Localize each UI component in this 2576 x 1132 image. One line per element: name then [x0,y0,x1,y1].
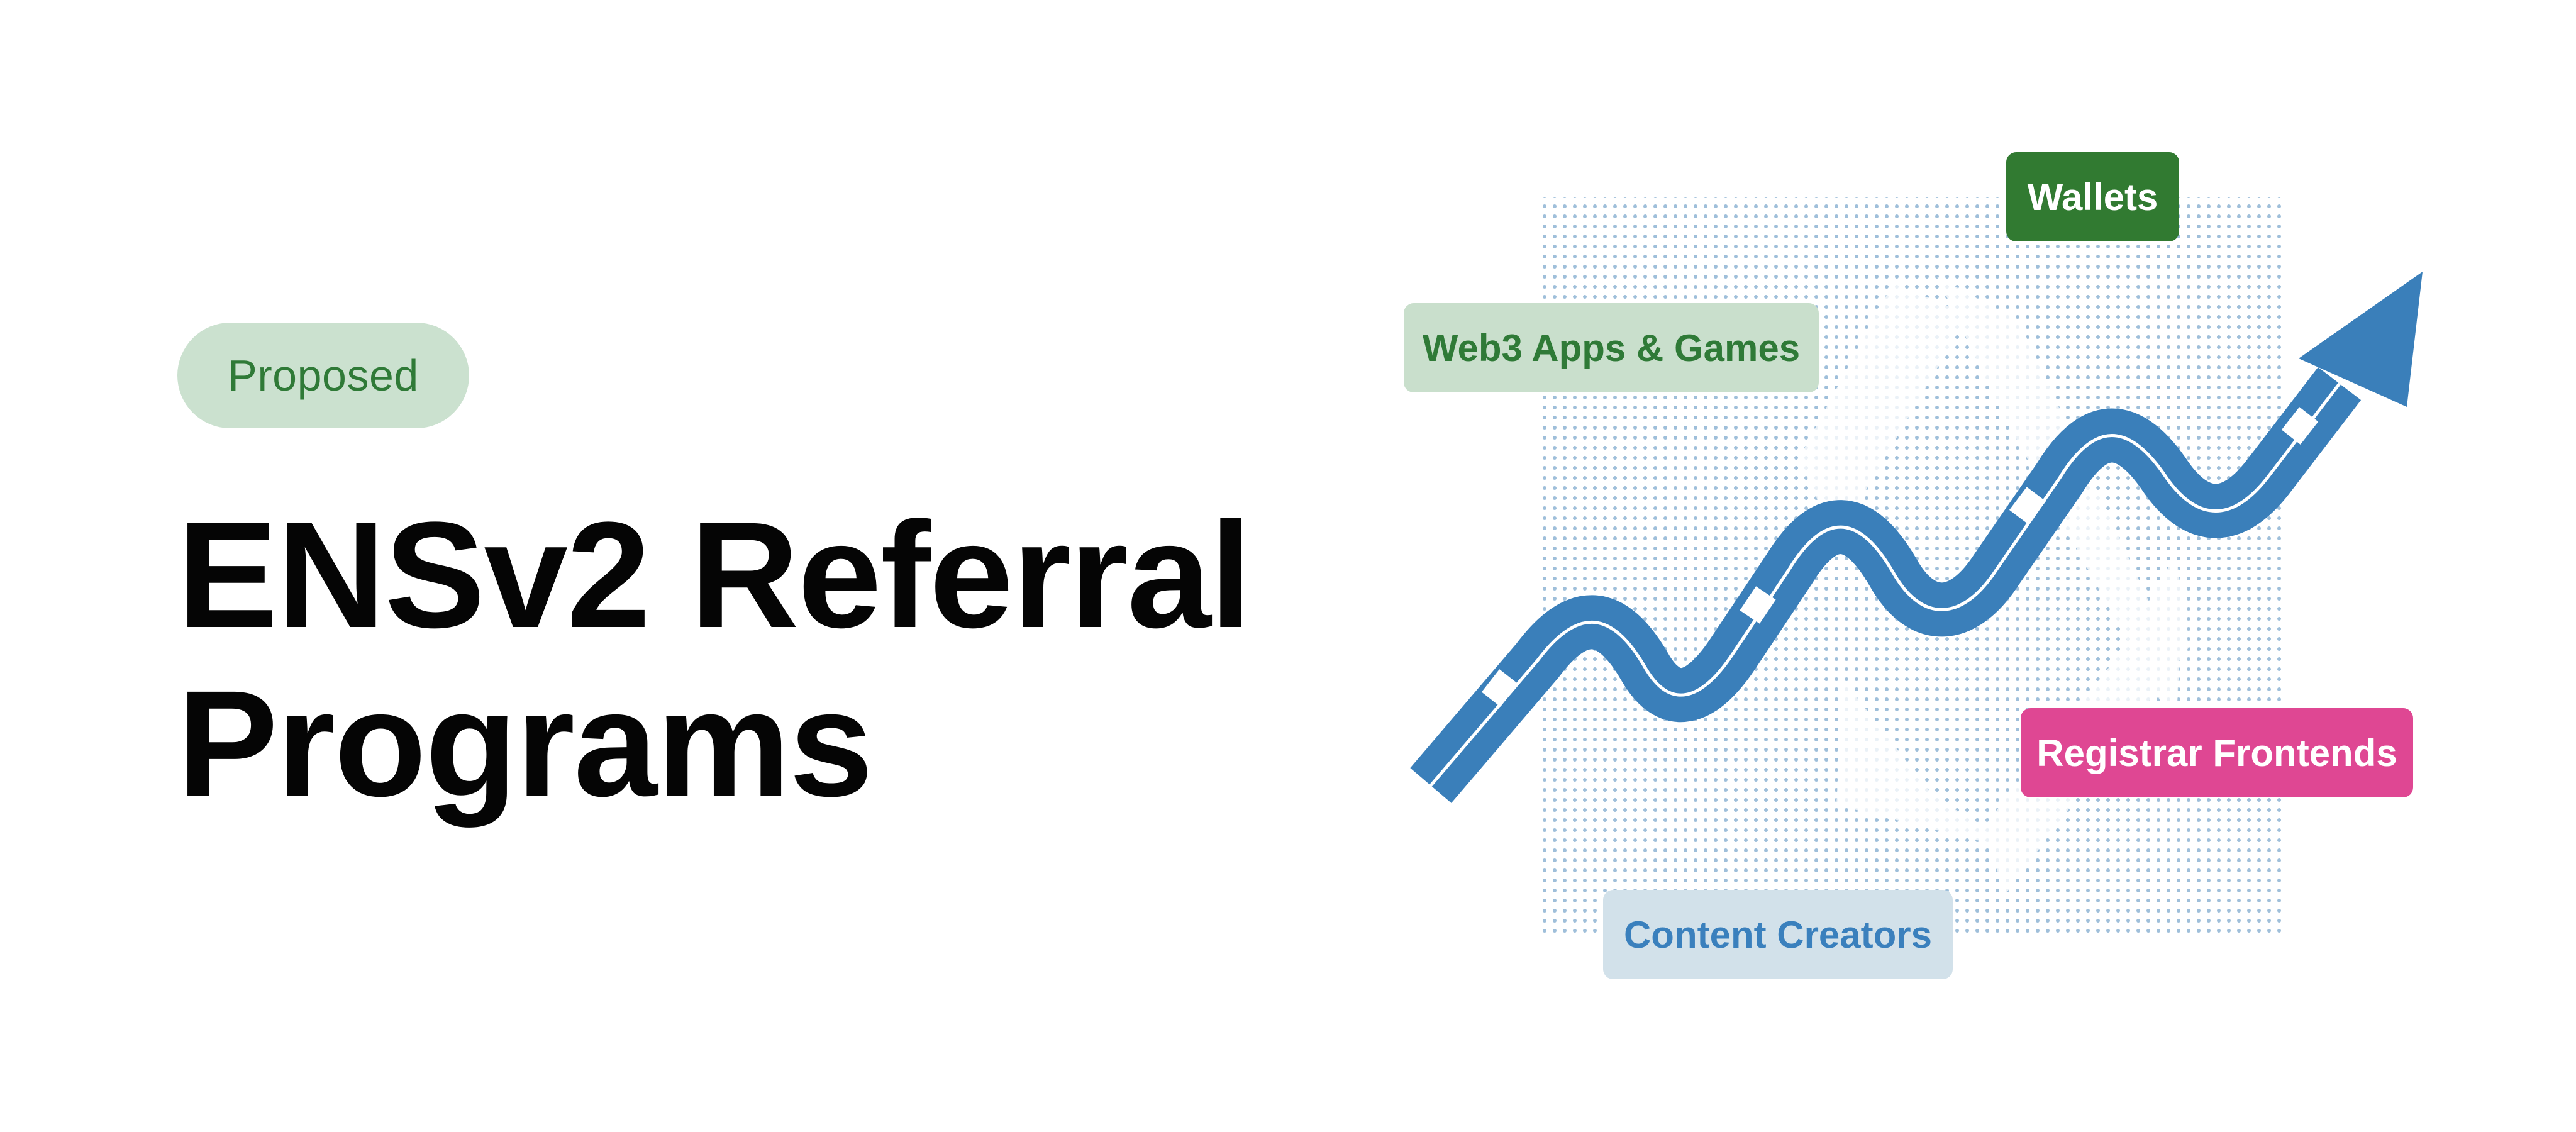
registrar-frontends-tag: Registrar Frontends [2021,708,2413,797]
wallets-tag-label: Wallets [2027,175,2158,218]
page-title-line-1: ENSv2 Referral [177,491,1252,659]
referral-growth-illustration [1410,197,2423,934]
content-creators-tag-label: Content Creators [1623,913,1933,956]
content-creators-tag: Content Creators [1603,890,1953,979]
page-title-line-2: Programs [177,659,873,828]
status-badge: Proposed [177,323,469,428]
page-title: ENSv2 Referral Programs [177,491,1372,828]
growth-arrow-icon [1410,272,2423,803]
wallets-tag: Wallets [2006,152,2179,241]
web3-apps-games-tag-label: Web3 Apps & Games [1422,326,1801,369]
web3-apps-games-tag: Web3 Apps & Games [1404,303,1819,392]
registrar-frontends-tag-label: Registrar Frontends [2036,731,2397,774]
status-label: Proposed [228,351,419,400]
